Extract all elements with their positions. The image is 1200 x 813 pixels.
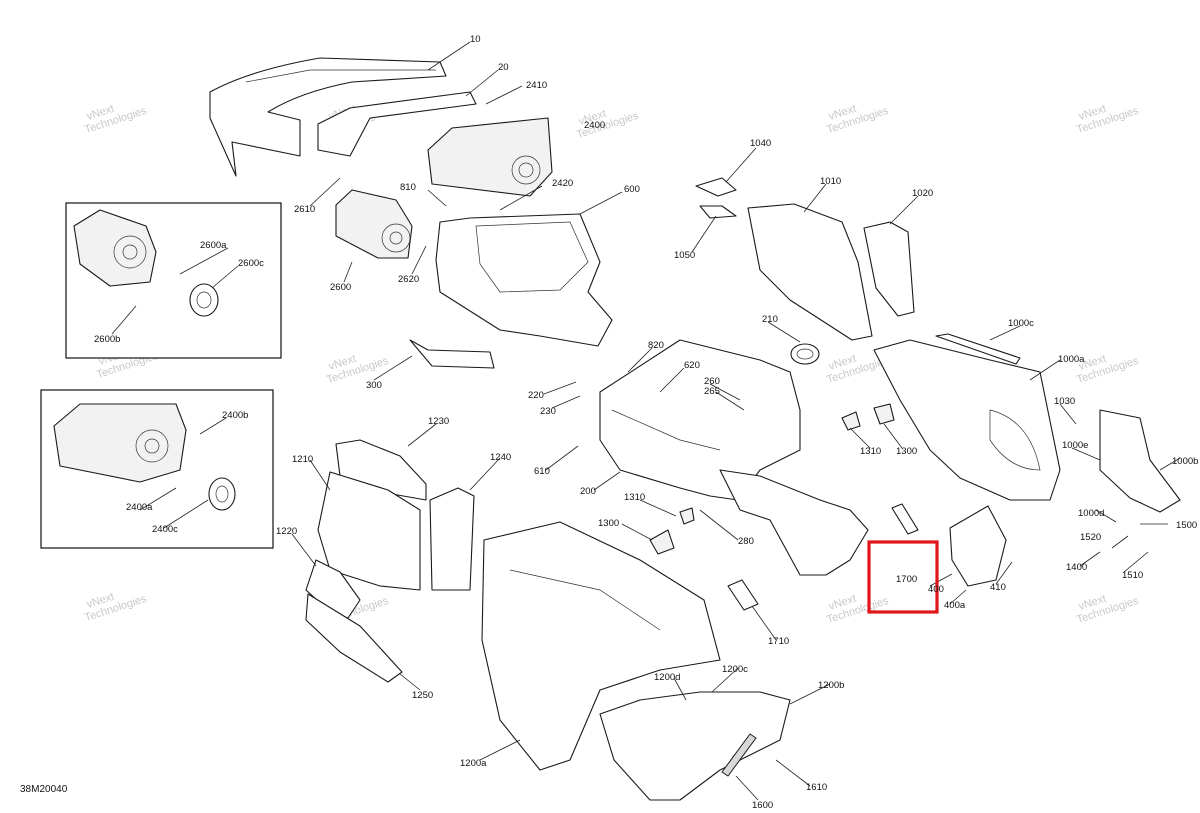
parts: [53, 57, 1181, 801]
part-10-shape: [209, 57, 447, 177]
callout-810[interactable]: 810: [400, 182, 416, 193]
callout-2410[interactable]: 2410: [526, 80, 547, 91]
part-1040-shape: [695, 177, 737, 197]
part-1200a-shape: [481, 521, 721, 771]
callout-820[interactable]: 820: [648, 340, 664, 351]
callout-1240[interactable]: 1240: [490, 452, 511, 463]
callout-1510[interactable]: 1510: [1122, 570, 1143, 581]
part-1310-clip-right: [841, 411, 861, 431]
part-1210-shape: [317, 471, 421, 591]
callout-1400[interactable]: 1400: [1066, 562, 1087, 573]
callout-280[interactable]: 280: [738, 536, 754, 547]
part-2400-shape: [427, 117, 553, 197]
callout-1310-lower[interactable]: 1310: [624, 492, 645, 503]
part-1700-shape: [891, 503, 919, 535]
callout-1210[interactable]: 1210: [292, 454, 313, 465]
part-1000c-shape: [935, 333, 1021, 365]
highlight-box-1700[interactable]: [867, 540, 939, 614]
callout-1000e[interactable]: 1000e: [1062, 440, 1088, 451]
callout-2600c[interactable]: 2600c: [238, 258, 264, 269]
callout-10[interactable]: 10: [470, 34, 481, 45]
callout-1700[interactable]: 1700: [896, 574, 917, 585]
part-1710-shape: [727, 579, 759, 611]
callout-1020[interactable]: 1020: [912, 188, 933, 199]
leader-lines: [111, 41, 1181, 801]
callout-400[interactable]: 400: [928, 584, 944, 595]
callout-2620[interactable]: 2620: [398, 274, 419, 285]
callout-20[interactable]: 20: [498, 62, 509, 73]
part-1020-shape: [863, 221, 915, 317]
callout-2600a[interactable]: 2600a: [200, 240, 227, 251]
part-1600-shape: [721, 733, 757, 777]
callout-1000b[interactable]: 1000b: [1172, 456, 1198, 467]
part-1010-shape: [747, 203, 873, 341]
part-2600c-shape: [189, 283, 219, 317]
part-210-shape: [790, 343, 820, 365]
callout-1050[interactable]: 1050: [674, 250, 695, 261]
callout-1200d[interactable]: 1200d: [654, 672, 680, 683]
callout-200[interactable]: 200: [580, 486, 596, 497]
callout-2600[interactable]: 2600: [330, 282, 351, 293]
callout-1040[interactable]: 1040: [750, 138, 771, 149]
callout-265[interactable]: 265: [704, 386, 720, 397]
callout-1200a[interactable]: 1200a: [460, 758, 487, 769]
part-2600-shape: [335, 189, 413, 259]
part-1300-clip: [649, 529, 675, 555]
part-300-shape: [409, 339, 495, 369]
part-2400-inset-housing: [53, 403, 187, 483]
callout-1010[interactable]: 1010: [820, 176, 841, 187]
callout-260[interactable]: 260: [704, 376, 720, 387]
part-400-shape: [949, 505, 1007, 587]
callout-2610[interactable]: 2610: [294, 204, 315, 215]
part-1200b-shape: [599, 691, 791, 801]
part-600-shape: [435, 213, 613, 347]
callout-600[interactable]: 600: [624, 184, 640, 195]
part-1250-shape: [305, 593, 403, 683]
callout-1250[interactable]: 1250: [412, 690, 433, 701]
callout-1600[interactable]: 1600: [752, 800, 773, 811]
part-1240-shape: [429, 487, 475, 591]
part-1000a-shape: [873, 339, 1061, 501]
part-1300-clip-right: [873, 403, 895, 425]
callout-2420[interactable]: 2420: [552, 178, 573, 189]
callout-1610[interactable]: 1610: [806, 782, 827, 793]
callout-400a[interactable]: 400a: [944, 600, 966, 611]
part-1050-shape: [699, 205, 737, 219]
callout-1310[interactable]: 1310: [860, 446, 881, 457]
callout-1200c[interactable]: 1200c: [722, 664, 748, 675]
callout-2400b[interactable]: 2400b: [222, 410, 248, 421]
callout-1220[interactable]: 1220: [276, 526, 297, 537]
callout-1200b[interactable]: 1200b: [818, 680, 844, 691]
part-200-shape: [599, 339, 801, 501]
callout-2400c[interactable]: 2400c: [152, 524, 178, 535]
callout-410[interactable]: 410: [990, 582, 1006, 593]
part-200-lower: [719, 469, 869, 576]
callout-1710[interactable]: 1710: [768, 636, 789, 647]
callout-1000a[interactable]: 1000a: [1058, 354, 1085, 365]
callout-1230[interactable]: 1230: [428, 416, 449, 427]
callout-1000c[interactable]: 1000c: [1008, 318, 1034, 329]
callout-1300[interactable]: 1300: [896, 446, 917, 457]
callout-2400a[interactable]: 2400a: [126, 502, 153, 513]
part-20-shape: [317, 91, 477, 157]
callout-2400[interactable]: 2400: [584, 120, 605, 131]
part-1000b-shape: [1099, 409, 1181, 513]
callout-1000d[interactable]: 1000d: [1078, 508, 1104, 519]
callout-210[interactable]: 210: [762, 314, 778, 325]
callout-300[interactable]: 300: [366, 380, 382, 391]
callout-1500[interactable]: 1500: [1176, 520, 1197, 531]
callout-1520[interactable]: 1520: [1080, 532, 1101, 543]
callout-labels: 10 20 2410 2400 2420 600 810 2610 2600 2…: [94, 34, 1198, 811]
callout-2600b[interactable]: 2600b: [94, 334, 120, 345]
callout-1030[interactable]: 1030: [1054, 396, 1075, 407]
callout-1300-lower[interactable]: 1300: [598, 518, 619, 529]
callout-610[interactable]: 610: [534, 466, 550, 477]
callout-620[interactable]: 620: [684, 360, 700, 371]
callout-220[interactable]: 220: [528, 390, 544, 401]
document-id: 38M20040: [20, 784, 68, 795]
callout-230[interactable]: 230: [540, 406, 556, 417]
part-2400c-shape: [208, 477, 236, 511]
part-1310-clip: [679, 507, 695, 525]
